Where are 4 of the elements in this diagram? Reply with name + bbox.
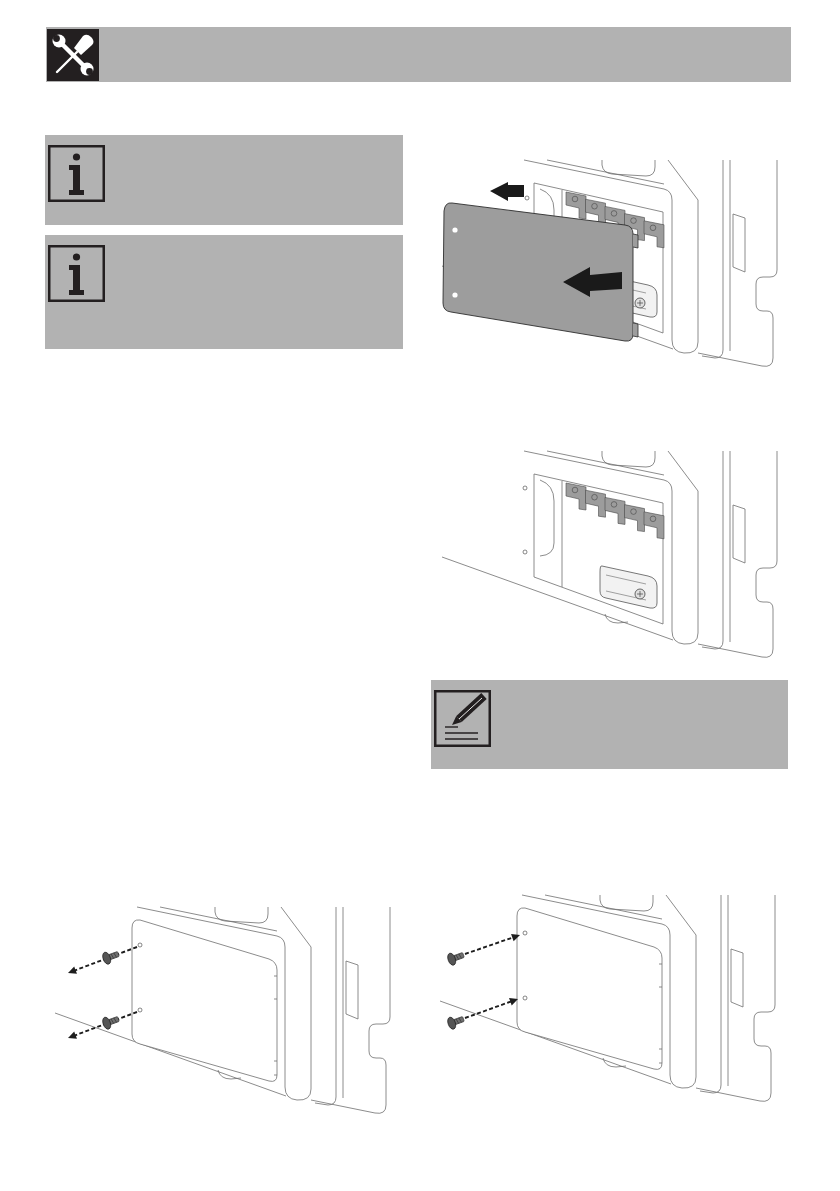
info-panel [45, 135, 403, 225]
header-bar [46, 27, 791, 82]
info-panel [45, 235, 403, 349]
note-panel [431, 680, 788, 769]
